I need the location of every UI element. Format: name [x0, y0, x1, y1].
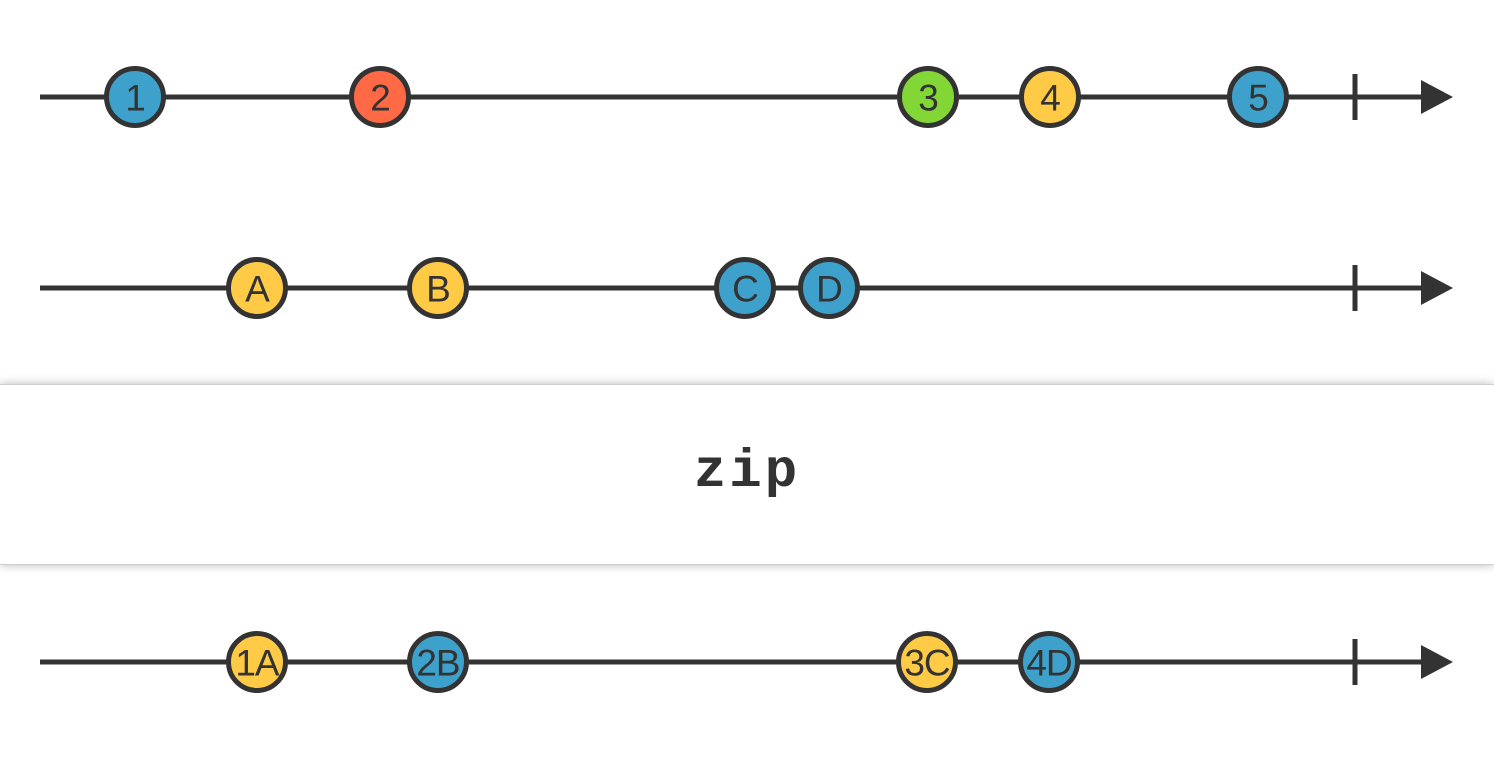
marble-A[interactable]: A — [226, 257, 288, 319]
marble-circle[interactable] — [407, 257, 469, 319]
marble-label: 3C — [904, 642, 950, 683]
timeline-result: 1A 2B 3C 4D — [40, 631, 1453, 693]
marble-4D: 4D — [1018, 631, 1080, 693]
marble-label: 4D — [1026, 642, 1071, 683]
marble-circle — [1018, 631, 1080, 693]
arrowhead-icon — [1421, 80, 1453, 114]
marble-circle — [407, 631, 469, 693]
marble-3C: 3C — [896, 631, 958, 693]
arrowhead-icon — [1421, 645, 1453, 679]
marble-2B: 2B — [407, 631, 469, 693]
marble-label: 2B — [416, 642, 459, 683]
marble-circle[interactable] — [714, 257, 776, 319]
timeline-source-2: A B C D — [40, 257, 1453, 319]
arrowhead-icon — [1421, 271, 1453, 305]
marble-label: D — [816, 268, 842, 309]
operator-band: zip — [0, 384, 1494, 565]
marble-circle — [226, 631, 288, 693]
marble-circle[interactable] — [104, 66, 166, 128]
marble-circle[interactable] — [798, 257, 860, 319]
marble-circle[interactable] — [1019, 66, 1081, 128]
marble-3[interactable]: 3 — [897, 66, 959, 128]
marble-label: A — [245, 268, 270, 309]
marble-label: 2 — [370, 77, 390, 118]
marble-label: B — [426, 268, 450, 309]
marble-circle[interactable] — [349, 66, 411, 128]
marble-label: 3 — [918, 77, 938, 118]
timeline-source-1: 1 2 3 4 5 — [40, 66, 1453, 128]
marble-4[interactable]: 4 — [1019, 66, 1081, 128]
marble-1[interactable]: 1 — [104, 66, 166, 128]
marble-B[interactable]: B — [407, 257, 469, 319]
marble-label: 1 — [125, 77, 145, 118]
marble-D[interactable]: D — [798, 257, 860, 319]
marble-label: 4 — [1040, 77, 1060, 118]
marble-2[interactable]: 2 — [349, 66, 411, 128]
marble-label: C — [732, 268, 758, 309]
marble-1A: 1A — [226, 631, 288, 693]
marble-label: 1A — [235, 642, 280, 683]
operator-label: zip — [693, 442, 801, 503]
marble-circle[interactable] — [1227, 66, 1289, 128]
marble-circle[interactable] — [897, 66, 959, 128]
marble-circle — [896, 631, 958, 693]
marble-C[interactable]: C — [714, 257, 776, 319]
marble-5[interactable]: 5 — [1227, 66, 1289, 128]
marble-label: 5 — [1248, 77, 1268, 118]
marble-circle[interactable] — [226, 257, 288, 319]
